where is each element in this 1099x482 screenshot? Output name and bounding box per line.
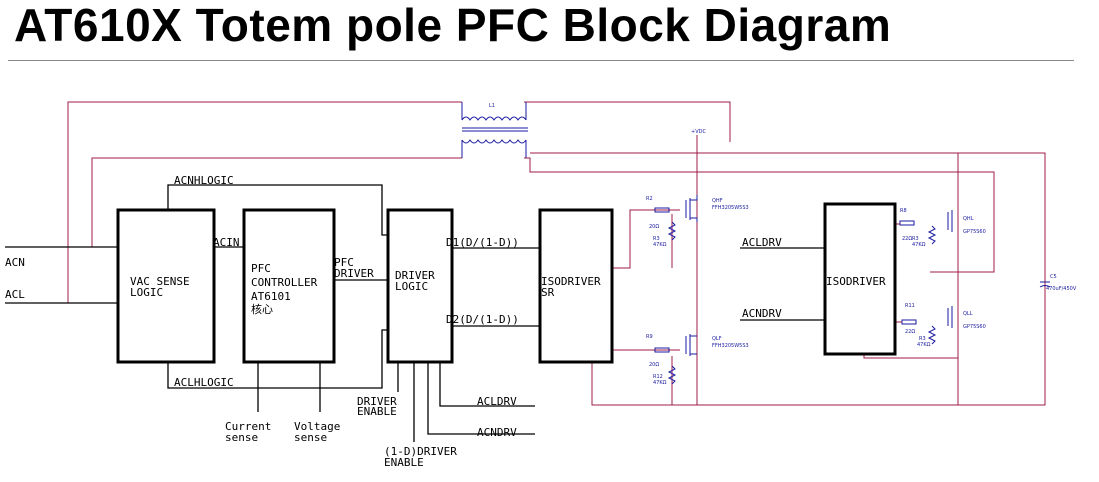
one-minus-d-enable-label-2: ENABLE	[384, 456, 424, 469]
svg-text:FFH3205W5S3: FFH3205W5S3	[712, 205, 749, 211]
transistor-qhf: R2 20Ω R3 47KΩ QHF FFH3205W5S3	[646, 195, 749, 248]
svg-text:PFC: PFC	[251, 262, 271, 275]
transistor-qlf: R9 20Ω R12 47KΩ QLF FFH3205W5S3	[646, 334, 749, 386]
svg-text:VAC SENSE: VAC SENSE	[130, 275, 190, 288]
driver-enable-label-2: ENABLE	[357, 405, 397, 418]
svg-text:R11: R11	[905, 303, 915, 309]
capacitor-c5: C5 470uF/450V	[1039, 274, 1077, 292]
acl-label: ACL	[5, 288, 25, 301]
svg-text:22Ω: 22Ω	[905, 329, 915, 335]
driver-enable-label: DRIVER	[357, 395, 397, 408]
svg-text:AT6101: AT6101	[251, 290, 291, 303]
voltage-sense-label-2: sense	[294, 431, 327, 444]
svg-text:R3: R3	[653, 236, 660, 242]
current-sense-label-2: sense	[225, 431, 258, 444]
svg-text:GP75S60: GP75S60	[963, 324, 986, 330]
d2-label: D2(D/(1-D))	[446, 313, 519, 326]
isodriver-sr-block: ISODRIVER SR	[538, 208, 614, 364]
svg-text:22Ω: 22Ω	[902, 236, 912, 242]
svg-text:47KΩ: 47KΩ	[653, 242, 667, 248]
svg-text:QLF: QLF	[712, 336, 722, 342]
svg-text:DRIVER: DRIVER	[395, 269, 435, 282]
svg-text:R9: R9	[646, 334, 653, 340]
one-minus-d-enable-label: (1-D)DRIVER	[384, 445, 457, 458]
svg-text:LOGIC: LOGIC	[395, 280, 428, 293]
pfc-driver-label: PFC	[334, 256, 354, 269]
acldrv-out-label: ACLDRV	[477, 395, 517, 408]
inductor-l1: L1	[461, 102, 528, 158]
svg-text:CONTROLLER: CONTROLLER	[251, 276, 318, 289]
svg-text:L1: L1	[489, 103, 495, 109]
svg-text:47KΩ: 47KΩ	[917, 342, 931, 348]
svg-text:QLL: QLL	[963, 311, 973, 317]
vdc-label: +VDC	[691, 129, 706, 135]
svg-text:R8: R8	[900, 208, 907, 214]
svg-text:ISODRIVER: ISODRIVER	[541, 275, 601, 288]
svg-text:QHL: QHL	[963, 216, 974, 222]
svg-text:R12: R12	[653, 374, 663, 380]
acin-label: ACIN	[213, 236, 240, 249]
svg-text:20Ω: 20Ω	[649, 362, 659, 368]
svg-text:47KΩ: 47KΩ	[653, 380, 667, 386]
acndrv-out-label: ACNDRV	[477, 426, 517, 439]
svg-text:核心: 核心	[251, 302, 273, 316]
svg-text:SR: SR	[541, 286, 555, 299]
transistor-qll: R11 22Ω R3 47KΩ QLL GP75S60	[901, 303, 986, 348]
pfc-controller-block: PFC CONTROLLER AT6101 核心	[242, 208, 336, 364]
acldrv-in-label: ACLDRV	[742, 236, 782, 249]
voltage-sense-label: Voltage	[294, 420, 340, 433]
svg-text:20Ω: 20Ω	[649, 224, 659, 230]
signal-wiring	[5, 184, 902, 442]
svg-text:470uF/450V: 470uF/450V	[1046, 286, 1077, 292]
svg-text:GP75S60: GP75S60	[963, 229, 986, 235]
isodriver-block: ISODRIVER	[823, 202, 897, 356]
svg-text:R3: R3	[919, 336, 926, 342]
svg-text:FFH3205W5S3: FFH3205W5S3	[712, 343, 749, 349]
driver-logic-block: DRIVER LOGIC	[386, 208, 454, 364]
svg-text:R2: R2	[646, 196, 653, 202]
svg-text:LOGIC: LOGIC	[130, 286, 163, 299]
pfc-driver-label-2: DRIVER	[334, 267, 374, 280]
current-sense-label: Current	[225, 420, 271, 433]
acn-label: ACN	[5, 256, 25, 269]
svg-text:ISODRIVER: ISODRIVER	[826, 275, 886, 288]
page-title: AT610X Totem pole PFC Block Diagram	[14, 0, 892, 51]
vac-sense-logic-block: VAC SENSE LOGIC	[116, 208, 216, 364]
transistor-qhl: R8 22Ω R3 47KΩ QHL GP75S60	[899, 208, 986, 248]
acnhlogic-label: ACNHLOGIC	[174, 174, 234, 187]
aclhlogic-label: ACLHLOGIC	[174, 376, 234, 389]
title-divider	[8, 60, 1074, 61]
d1-label: D1(D/(1-D))	[446, 236, 519, 249]
acndrv-in-label: ACNDRV	[742, 307, 782, 320]
svg-text:47KΩ: 47KΩ	[912, 242, 926, 248]
svg-text:R3: R3	[912, 236, 919, 242]
svg-text:QHF: QHF	[712, 198, 723, 204]
svg-text:C5: C5	[1050, 274, 1057, 280]
